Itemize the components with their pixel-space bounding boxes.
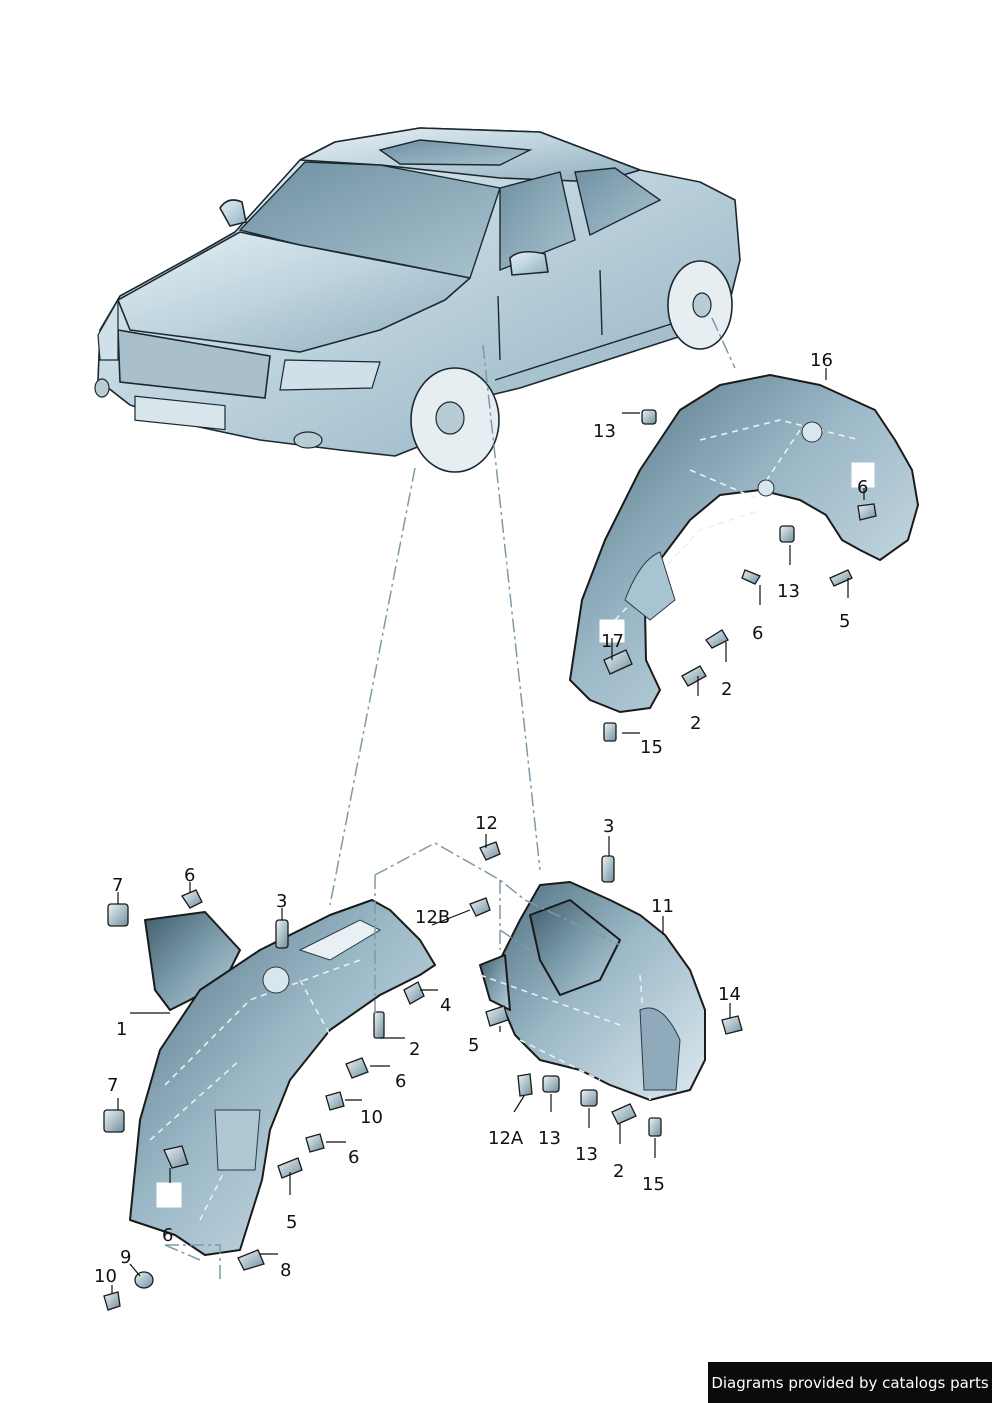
callout-12: 12 xyxy=(475,813,498,834)
callout-6-front-low: 6 xyxy=(348,1147,359,1168)
callout-6-front-mid: 6 xyxy=(395,1071,406,1092)
callout-17: 17 xyxy=(601,631,624,652)
callout-12A: 12A xyxy=(488,1128,524,1149)
callout-5-front: 5 xyxy=(286,1212,297,1233)
callout-10-bottom: 10 xyxy=(94,1266,117,1287)
callout-2-rear-b: 2 xyxy=(690,713,701,734)
fastener-group-front-right xyxy=(469,841,743,1137)
assembly-line xyxy=(374,842,621,1015)
leader-lines xyxy=(111,368,865,1294)
front-wheel-housing-liner xyxy=(129,899,436,1256)
callout-4: 4 xyxy=(440,995,451,1016)
callout-6-rear: 6 xyxy=(752,623,763,644)
callout-5-right: 5 xyxy=(468,1035,479,1056)
callout-2-right: 2 xyxy=(613,1161,624,1182)
fastener-group-front-left xyxy=(103,889,425,1311)
callout-16: 16 xyxy=(810,350,833,371)
car-illustration xyxy=(94,127,741,473)
callout-15-rear: 15 xyxy=(640,737,663,758)
guide-line xyxy=(711,317,736,369)
callout-14: 14 xyxy=(718,984,741,1005)
guide-line xyxy=(329,467,416,906)
callout-13-right-b: 13 xyxy=(575,1144,598,1165)
callout-11: 11 xyxy=(651,896,674,917)
callout-13-rear-mid: 13 xyxy=(777,581,800,602)
callout-2-front-a: 2 xyxy=(409,1039,420,1060)
rear-wheel-housing-liner xyxy=(569,374,919,713)
callout-9: 9 xyxy=(120,1247,131,1268)
callout-3-right: 3 xyxy=(603,816,614,837)
callout-6-rear-box: 6 xyxy=(857,477,868,498)
callout-13-rear-top: 13 xyxy=(593,421,616,442)
assembly-line xyxy=(164,1244,221,1280)
guide-line xyxy=(482,344,541,871)
callout-6-front-box: 6 xyxy=(162,1225,173,1246)
callout-1: 1 xyxy=(116,1019,127,1040)
callout-15-right: 15 xyxy=(642,1174,665,1195)
footer-credit-text: Diagrams provided by catalogs parts xyxy=(711,1373,989,1392)
callout-10-front: 10 xyxy=(360,1107,383,1128)
callout-8: 8 xyxy=(280,1260,291,1281)
callout-6-front-top: 6 xyxy=(184,865,195,886)
footer-credit-banner: Diagrams provided by catalogs parts xyxy=(708,1362,992,1403)
fastener-group-rear xyxy=(603,409,877,742)
callout-3-front: 3 xyxy=(276,891,287,912)
callout-7-top: 7 xyxy=(112,875,123,896)
callout-13-right-a: 13 xyxy=(538,1128,561,1149)
callout-7-bottom: 7 xyxy=(107,1075,118,1096)
callout-2-rear-a: 2 xyxy=(721,679,732,700)
callout-12B: 12B xyxy=(415,907,450,928)
callout-5-rear: 5 xyxy=(839,611,850,632)
front-liner-rear-section xyxy=(479,881,706,1101)
callout-labels: 16 13 6 13 5 6 17 2 2 15 7 6 3 1 7 4 2 6… xyxy=(94,350,868,1287)
